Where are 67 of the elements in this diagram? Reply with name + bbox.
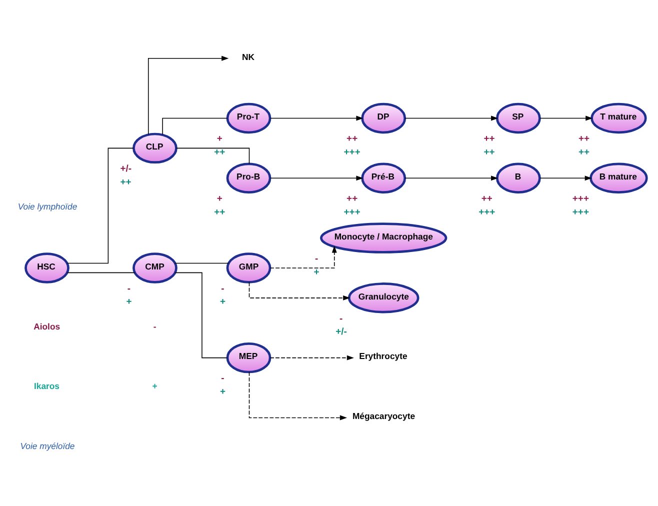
connector <box>176 148 250 164</box>
node-ellipse: SP <box>496 102 541 134</box>
node-label: ++ <box>346 134 358 145</box>
node-text: Mégacaryocyte <box>352 411 416 422</box>
node-ellipse: Pro-T <box>226 102 272 134</box>
node-label: ++ <box>346 193 358 204</box>
connector <box>174 262 230 264</box>
node-label: +++ <box>572 193 589 204</box>
arrow <box>148 56 229 135</box>
node-label: - <box>340 313 343 324</box>
node-ellipse: GMP <box>226 252 272 284</box>
node-text: Erythrocyte <box>359 351 408 362</box>
arrow <box>270 355 354 360</box>
arrow <box>540 176 592 181</box>
node-label: + <box>314 266 320 278</box>
node-label: ++ <box>484 134 495 145</box>
label: + <box>152 381 158 392</box>
arrow <box>248 282 350 300</box>
node-label: +++ <box>572 206 589 218</box>
node-label: +++ <box>344 146 360 158</box>
node-label: + <box>216 193 222 204</box>
node-label: + <box>220 386 226 398</box>
node-ellipse: CMP <box>132 252 178 284</box>
node-ellipse: CLP <box>132 132 178 164</box>
connector <box>174 272 228 358</box>
arrow <box>404 176 498 181</box>
arrow <box>270 116 364 121</box>
node-ellipse: B mature <box>590 162 648 194</box>
node-label: ++ <box>214 146 226 158</box>
node-ellipse: Granulocyte <box>348 282 420 314</box>
node-ellipse: B <box>496 162 541 194</box>
node-label: ++ <box>120 176 132 188</box>
node-ellipse: T mature <box>590 102 647 134</box>
node-label: +++ <box>344 206 360 218</box>
arrow <box>270 176 364 181</box>
label: Voie lymphoïde <box>18 201 78 212</box>
connector <box>162 118 228 135</box>
label: Ikaros <box>34 381 60 392</box>
node-label: ++ <box>578 146 590 158</box>
arrow <box>270 246 337 268</box>
node-ellipse: Pré-B <box>361 162 406 194</box>
arrow <box>540 116 593 121</box>
node-label: - <box>127 283 131 294</box>
node-label: ++ <box>481 193 492 204</box>
node-text: NK <box>242 52 255 62</box>
node-label: + <box>216 134 222 145</box>
node-ellipse: DP <box>361 102 406 134</box>
node-label: ++ <box>484 146 495 158</box>
node-ellipse: Pro-B <box>226 162 272 194</box>
arrow <box>248 372 348 420</box>
node-label: + <box>126 296 132 308</box>
node-label: + <box>220 296 226 308</box>
arrow <box>404 116 498 121</box>
node-label: +++ <box>478 206 496 218</box>
node-label: +/- <box>336 326 347 338</box>
node-ellipse: HSC <box>24 252 70 284</box>
node-label: - <box>221 373 224 384</box>
node-label: ++ <box>578 134 590 145</box>
node-label: +/- <box>120 164 132 175</box>
node-ellipse: MEP <box>226 342 272 374</box>
label: - <box>153 321 156 332</box>
node-label: - <box>314 253 318 264</box>
connector <box>66 272 136 274</box>
label: Voie myéloïde <box>20 441 75 452</box>
label: Aiolos <box>34 321 60 332</box>
node-label: - <box>221 283 224 294</box>
node-label: ++ <box>214 206 226 218</box>
